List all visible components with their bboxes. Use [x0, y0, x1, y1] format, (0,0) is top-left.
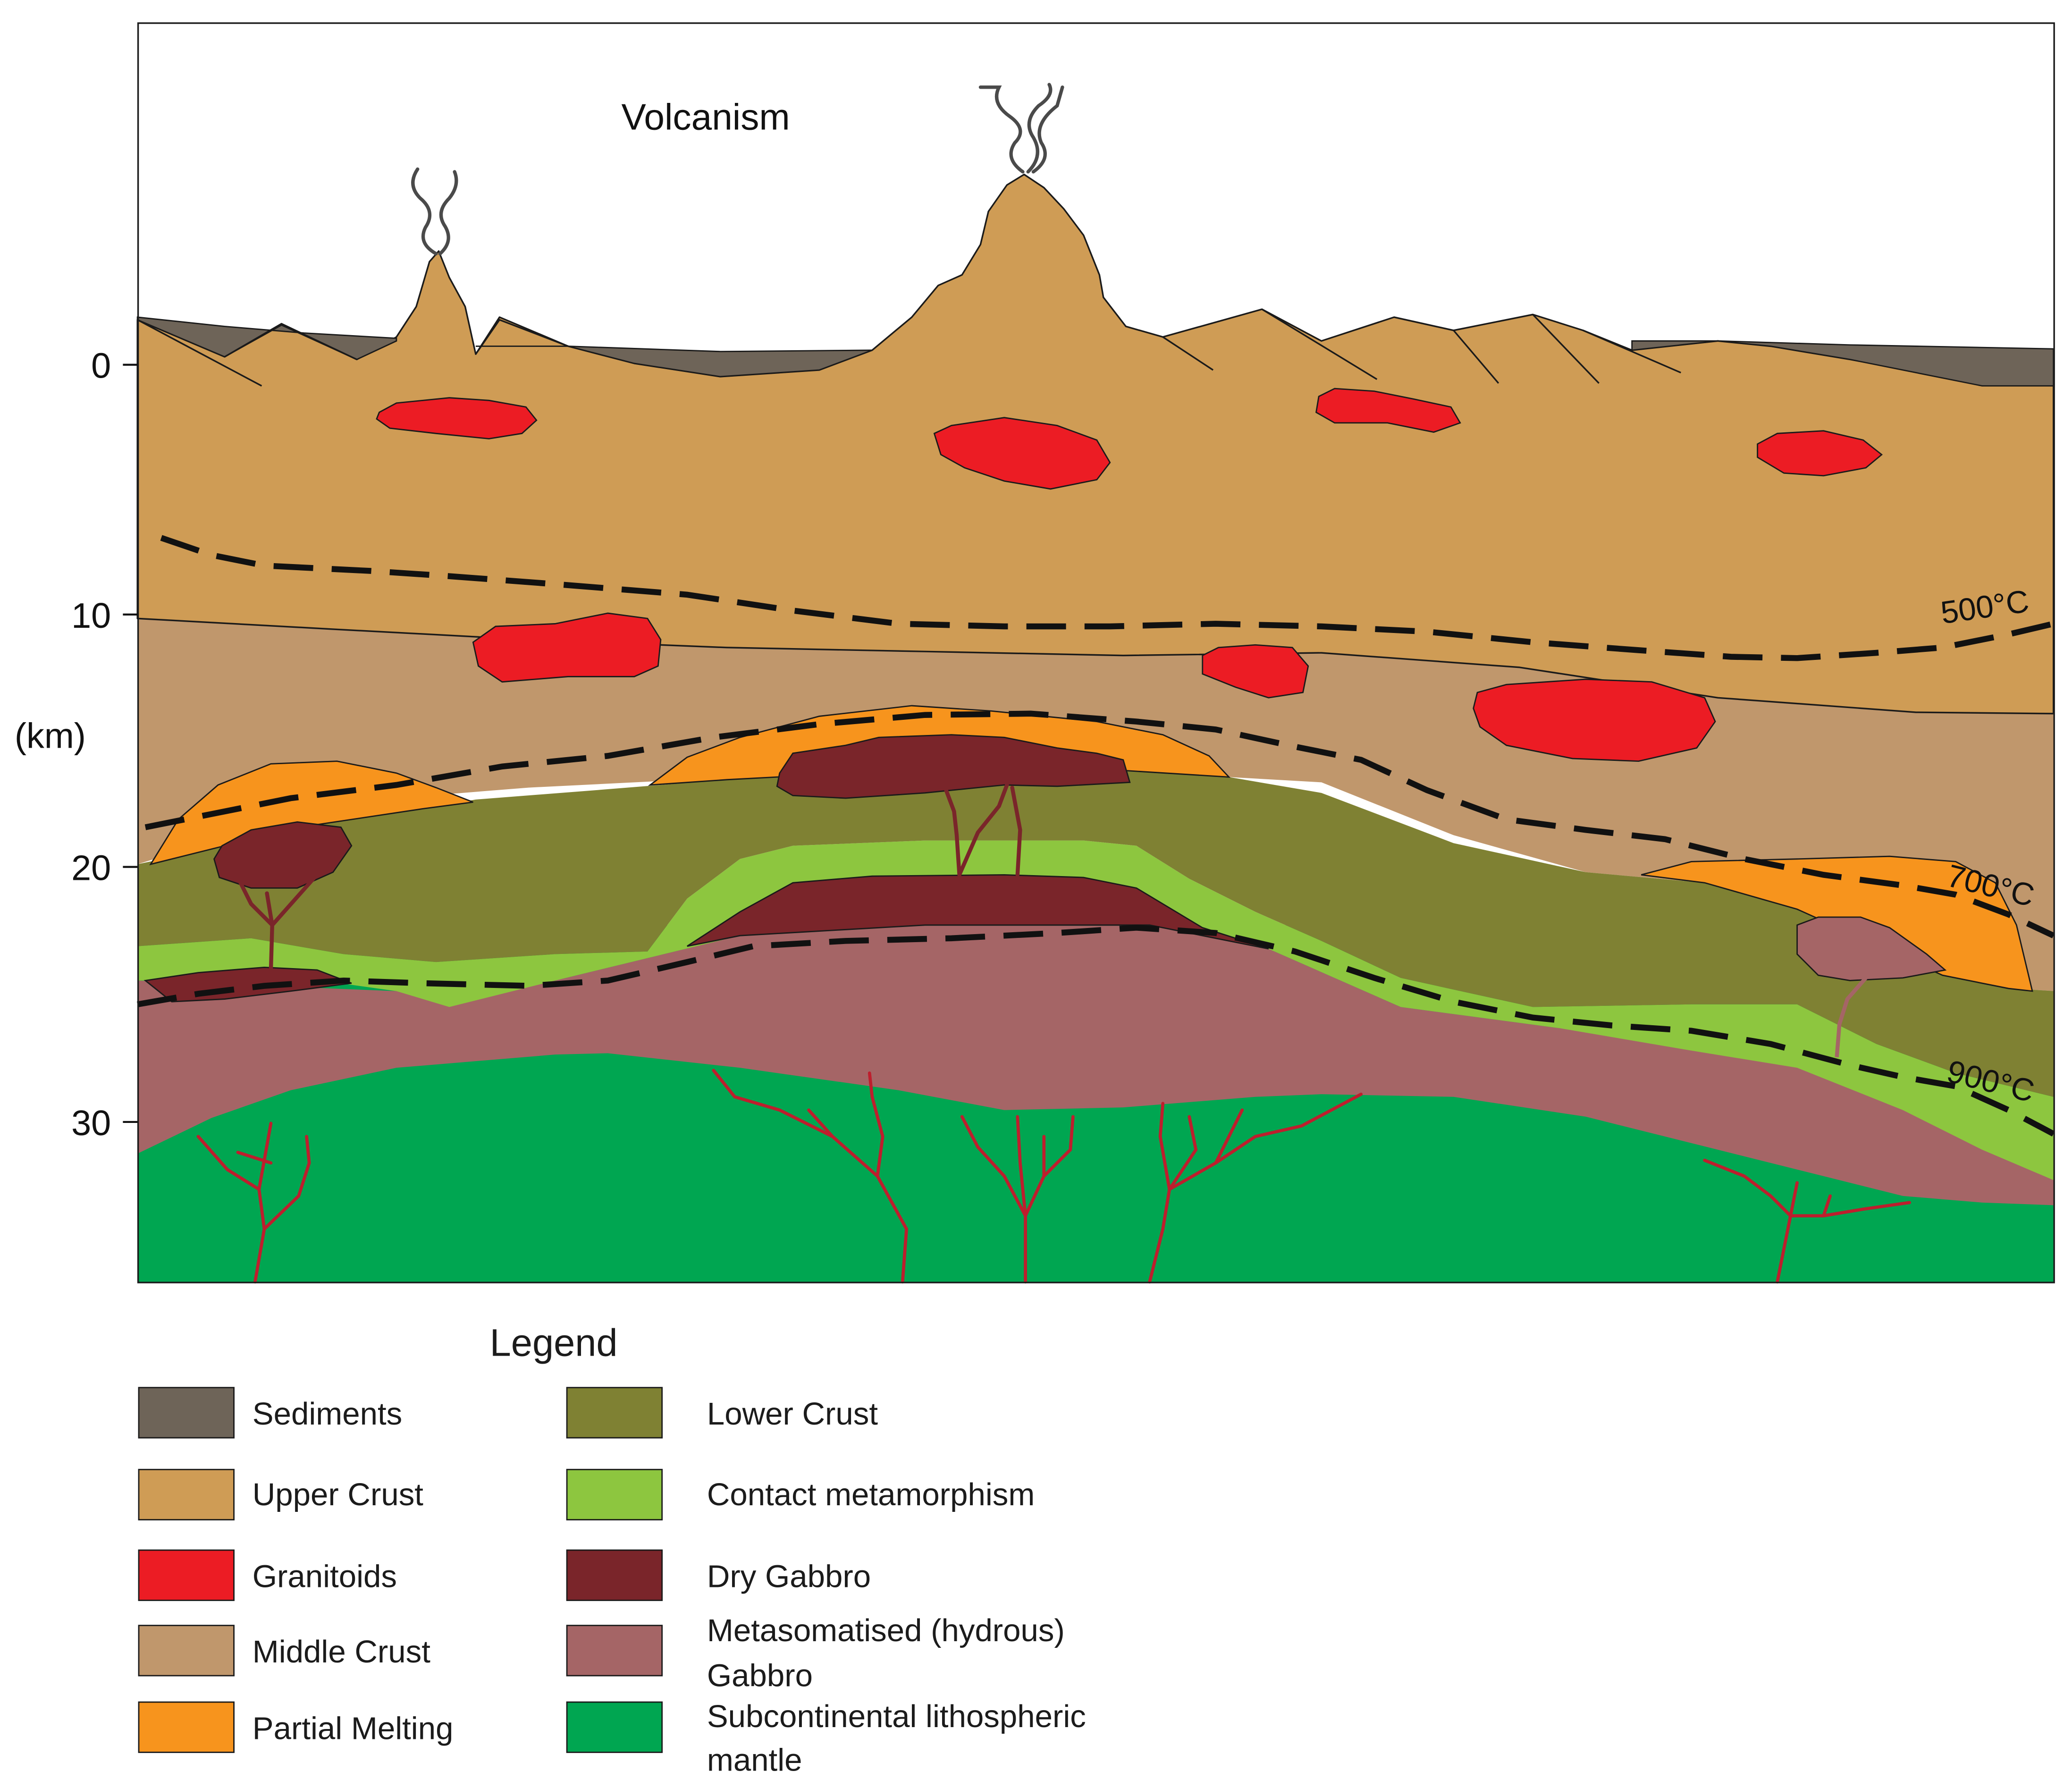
dry-gabbro-pod-left	[213, 821, 353, 889]
volcanism-label: Volcanism	[621, 96, 790, 137]
isotherm-900	[137, 925, 2055, 1137]
legend-label-contact-metamorphism: Contact metamorphism	[707, 1477, 1035, 1512]
legend-swatch-upper-crust	[138, 1468, 235, 1521]
legend-label-sediments: Sediments	[253, 1396, 402, 1432]
topographic-ridges	[137, 308, 1681, 387]
granitoid-pluton	[1473, 678, 1716, 762]
legend-label-metasomatised-gabbro-line2: Gabbro	[707, 1658, 813, 1693]
legend: Legend Sediments Upper Crust Granitoids …	[138, 1322, 1086, 1778]
granitoid-pluton	[472, 612, 662, 683]
legend-label-partial-melting: Partial Melting	[253, 1711, 454, 1746]
legend-label-dry-gabbro: Dry Gabbro	[707, 1559, 871, 1594]
hydrous-gabbro-feeder-dyke	[1835, 977, 1868, 1058]
depth-tick-label-10: 10	[71, 596, 111, 636]
legend-swatch-middle-crust	[138, 1625, 235, 1677]
legend-label-sclm: Subcontinental lithospheric	[707, 1699, 1086, 1734]
dry-gabbro-cap-center	[776, 734, 1131, 799]
legend-swatch-sclm	[566, 1701, 663, 1753]
section-layers	[136, 83, 2055, 1284]
granitoid-pluton	[376, 397, 538, 439]
legend-label-middle-crust: Middle Crust	[253, 1634, 430, 1670]
depth-tick-label-20: 20	[71, 849, 111, 888]
legend-swatch-sediments	[138, 1387, 235, 1439]
granitoid-pluton	[1202, 644, 1309, 699]
volcanic-plumes	[411, 83, 1064, 256]
metasomatised-gabbro-layer	[137, 925, 2054, 1206]
isotherm-500	[160, 535, 2055, 661]
depth-axis: 0 10 20 30 (km)	[15, 346, 138, 1143]
mantle-melt-veins	[196, 1069, 1911, 1284]
granitoid-plutons	[376, 388, 1883, 762]
depth-axis-unit: (km)	[15, 717, 86, 756]
legend-swatch-granitoids	[138, 1549, 235, 1601]
granitoid-pluton	[1315, 388, 1461, 433]
legend-swatch-partial-melting	[138, 1701, 235, 1753]
isotherm-700	[144, 710, 2055, 938]
sediments-layer-right	[1631, 340, 2055, 387]
depth-tick-label-0: 0	[91, 346, 111, 386]
legend-label-sclm-line2: mantle	[707, 1743, 802, 1778]
legend-title: Legend	[490, 1322, 618, 1364]
legend-label-lower-crust: Lower Crust	[707, 1396, 878, 1432]
legend-swatch-dry-gabbro	[566, 1549, 663, 1601]
legend-label-granitoids: Granitoids	[253, 1559, 397, 1594]
granitoid-pluton	[1757, 430, 1883, 477]
metasomatised-gabbro-pod-right	[1796, 916, 1947, 981]
legend-swatch-metasomatised-gabbro	[566, 1625, 663, 1677]
legend-label-upper-crust: Upper Crust	[253, 1477, 424, 1512]
section-frame	[137, 22, 2055, 1283]
sediments-layer-left	[136, 316, 397, 361]
sediments-layer-center	[475, 346, 873, 378]
granitoid-pluton	[933, 417, 1111, 490]
lower-crust-layer	[137, 769, 2054, 1097]
dry-gabbro-lens-center	[687, 874, 1269, 950]
isotherm-lines	[137, 535, 2055, 1137]
legend-swatch-lower-crust	[566, 1387, 663, 1439]
depth-tick-label-30: 30	[71, 1104, 111, 1143]
legend-label-metasomatised-gabbro: Metasomatised (hydrous)	[707, 1613, 1065, 1648]
legend-swatch-contact-metamorphism	[566, 1468, 663, 1521]
gabbro-feeder-dykes	[238, 783, 1022, 972]
